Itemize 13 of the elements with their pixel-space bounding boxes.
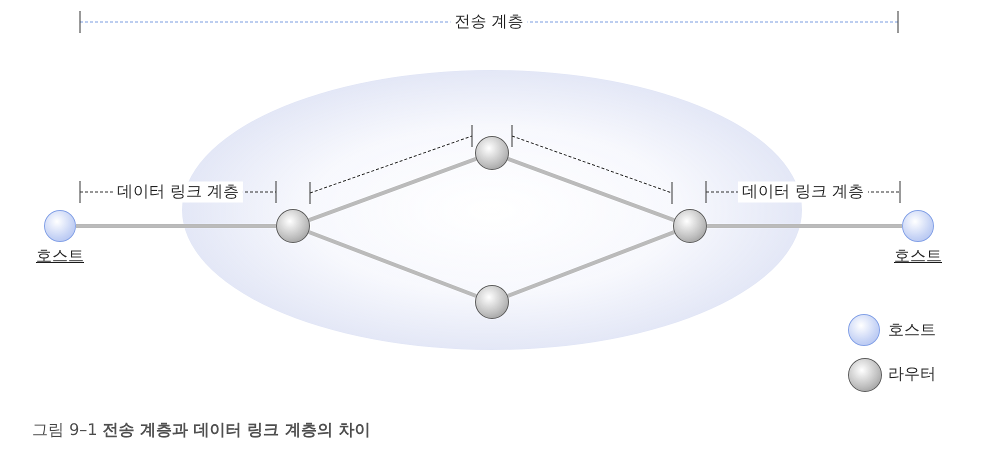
- host-label: 호스트: [36, 246, 84, 267]
- figure-caption: 그림 9–1 전송 계층과 데이터 링크 계층의 차이: [32, 420, 370, 441]
- link-line: [507, 157, 675, 222]
- link-line: [308, 156, 477, 222]
- link-line: [76, 224, 276, 228]
- layer-label: 데이터 링크 계층: [738, 182, 868, 202]
- link-line: [308, 230, 477, 298]
- legend-label: 호스트: [888, 320, 936, 341]
- layer-label: 데이터 링크 계층: [112, 182, 244, 202]
- host-label: 호스트: [894, 246, 942, 267]
- link-line: [507, 230, 675, 298]
- link-line: [707, 224, 902, 228]
- legend-label: 라우터: [888, 364, 936, 385]
